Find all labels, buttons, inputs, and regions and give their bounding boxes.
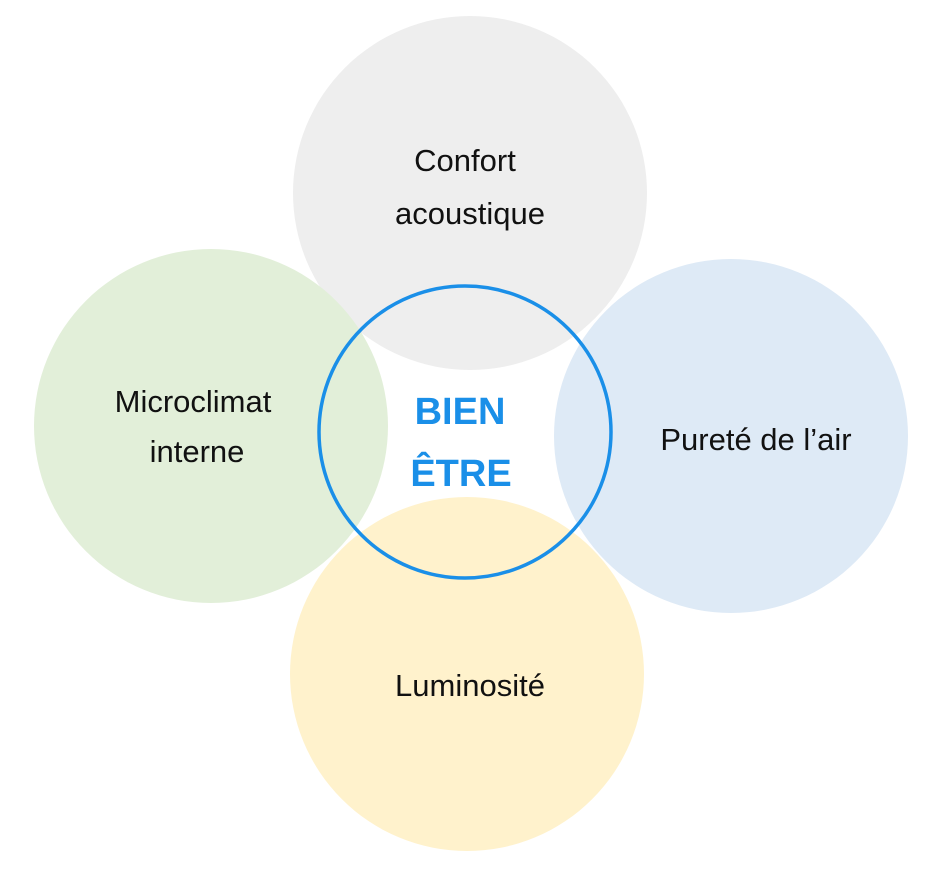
petal-top-label-line2: acoustique (395, 196, 545, 231)
petal-left-label-line1: Microclimat (115, 384, 272, 419)
petal-left-circle (34, 249, 388, 603)
petal-right-label: Pureté de l’air (660, 422, 851, 457)
petal-right-circle (554, 259, 908, 613)
center-label-line1: BIEN (415, 391, 506, 433)
center-ring (317, 284, 613, 580)
petal-bottom-label: Luminosité (395, 668, 545, 703)
center-label-line2: ÊTRE (410, 451, 511, 495)
petal-top-label-line1: Confort (414, 143, 516, 178)
petal-top-circle (293, 16, 647, 370)
petal-bottom-circle (290, 497, 644, 851)
petal-left-label-line2: interne (150, 434, 245, 469)
